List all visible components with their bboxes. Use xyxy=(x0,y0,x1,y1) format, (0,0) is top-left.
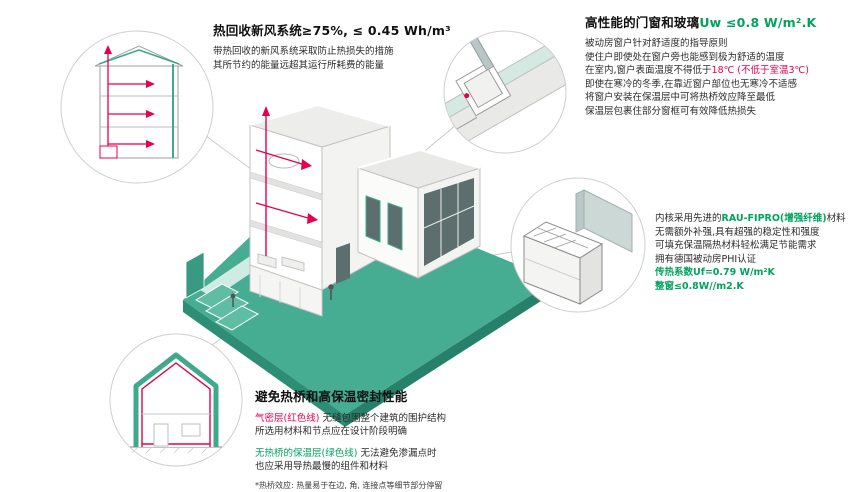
thermal-line-1-label: 气密层(红色线) xyxy=(255,413,320,424)
main-house xyxy=(230,104,481,307)
thermal-line-3: 无热桥的保温层(绿色线) 无法避免渗漏点时 xyxy=(255,448,565,461)
callout-circle-profile xyxy=(510,177,646,313)
windows-line-3-text: 在室内,窗户表面温度不得低于 xyxy=(585,65,712,76)
vent-riser-arrow xyxy=(262,106,270,116)
thermal-line-2: 所选用材料和节点应在设计阶段明确 xyxy=(255,425,408,437)
windows-line-4: 即使在寒冷的冬季,在靠近窗户部位也无寒冷不适感 xyxy=(585,78,798,90)
airtight-layer-line xyxy=(141,362,211,447)
section-window xyxy=(181,423,201,437)
window-sw-2 xyxy=(387,202,403,251)
section-roof xyxy=(94,45,184,67)
thermal-line-1-text: 无缝包围整个建筑的围护结构 xyxy=(319,413,446,424)
supply-ducts xyxy=(107,52,146,152)
windows-line-2: 使住户即使处在窗户旁也能感到极为舒适的温度 xyxy=(585,51,785,63)
profile-side-face xyxy=(579,243,603,305)
windows-title-value: Uw ≤0.8 W/m².K xyxy=(699,15,817,30)
callout-circle-thermal xyxy=(109,333,243,467)
retaining-wall xyxy=(185,251,205,299)
profile-uf-value: 传热系数Uf=0.79 W/m²K xyxy=(655,267,775,278)
person-figure xyxy=(230,284,334,307)
glass-facade xyxy=(424,178,474,266)
profile-uw-value: 整窗≤0.8W//m2.K xyxy=(655,280,744,292)
windows-title-text: 高性能的门窗和玻璃 xyxy=(585,15,700,30)
garden-stairs xyxy=(194,283,260,331)
thermal-line-1: 气密层(红色线) 无缝包围整个建筑的围护结构 xyxy=(255,413,565,426)
heat-recovery-unit xyxy=(99,145,118,159)
thermal-footnote: *热桥效应: 热量易于在边, 角, 连接点等细节部分停留 xyxy=(255,481,443,490)
heat-recovery-title: 热回收新风系统≥75%, ≤ 0.45 Wh/m³ xyxy=(213,23,451,38)
callout-thermal: 避免热桥和高保温密封性能 气密层(红色线) 无缝包围整个建筑的围护结构 所选用材… xyxy=(255,386,565,491)
windows-line-1: 被动房窗户针对舒适度的指导原则 xyxy=(585,38,728,49)
bathtub xyxy=(268,153,300,169)
supply-arrows xyxy=(104,45,155,148)
entry-door xyxy=(336,243,350,284)
windows-line-5: 将窗户安装在保温层中可将热桥效应降至最低 xyxy=(585,92,776,103)
callout-windows: 高性能的门窗和玻璃Uw ≤0.8 W/m².K 被动房窗户针对舒适度的指导原则 … xyxy=(585,12,863,118)
profile-line-2: 无需额外补强,具有超强的稳定性和强度 xyxy=(655,226,820,238)
heat-recovery-line-1: 带热回收的新风系统采取防止热损失的措施 xyxy=(213,46,394,57)
callout-circle-ventilation xyxy=(60,30,214,184)
thermal-line-4: 也应采用导热最慢的组件和材料 xyxy=(255,460,389,472)
callout-heat-recovery: 热回收新风系统≥75%, ≤ 0.45 Wh/m³ 带热回收的新风系统采取防止热… xyxy=(213,20,468,72)
windows-title: 高性能的门窗和玻璃Uw ≤0.8 W/m².K xyxy=(585,12,863,31)
seal-point xyxy=(464,93,470,99)
profile-line-1-prefix: 内核采用先进的 xyxy=(655,213,722,224)
thermal-title: 避免热桥和高保温密封性能 xyxy=(255,389,408,404)
profile-line-1-highlight: RAU-FIPRO(增强纤维) xyxy=(721,213,827,224)
profile-line-3: 可填充保温隔热材料轻松满足节能需求 xyxy=(655,240,817,251)
profile-line-4: 拥有德国被动房PHI认证 xyxy=(655,253,757,265)
callout-circle-window-detail xyxy=(443,30,567,154)
thermal-line-3-label: 无热桥的保温层(绿色线) xyxy=(255,448,358,459)
ground-hatch xyxy=(131,446,209,454)
floor-slab-upper xyxy=(249,171,323,201)
window-sw-1 xyxy=(365,195,381,243)
glass-mullions xyxy=(423,183,475,257)
thermal-line-3-text: 无法避免渗漏点时 xyxy=(357,448,437,459)
duct-arrows xyxy=(301,159,318,224)
ventilation-ducts xyxy=(255,149,309,219)
profile-chambers xyxy=(533,227,589,249)
profile-line-1: 内核采用先进的RAU-FIPRO(增强纤维)材料 xyxy=(655,212,863,226)
glass-pane xyxy=(457,31,495,71)
heat-recovery-line-2: 其所节约的能量远超其运行所耗费的能量 xyxy=(213,59,385,71)
windows-line-3-value: 18℃ (不低于室温3℃) xyxy=(711,65,809,76)
callout-profile: 内核采用先进的RAU-FIPRO(增强纤维)材料 无需额外补强,具有超强的稳定性… xyxy=(655,212,863,293)
windows-line-3: 在室内,窗户表面温度不得低于18℃ (不低于室温3℃) xyxy=(585,64,863,78)
windows-line-6: 保温层包裹住部分窗框可有效降低热损失 xyxy=(585,105,757,117)
profile-line-1-suffix: 材料 xyxy=(826,213,846,224)
roof-insulation-line xyxy=(98,49,180,65)
section-door xyxy=(153,423,169,447)
floor-slab-lower xyxy=(249,219,323,249)
interior-furniture xyxy=(257,253,305,272)
